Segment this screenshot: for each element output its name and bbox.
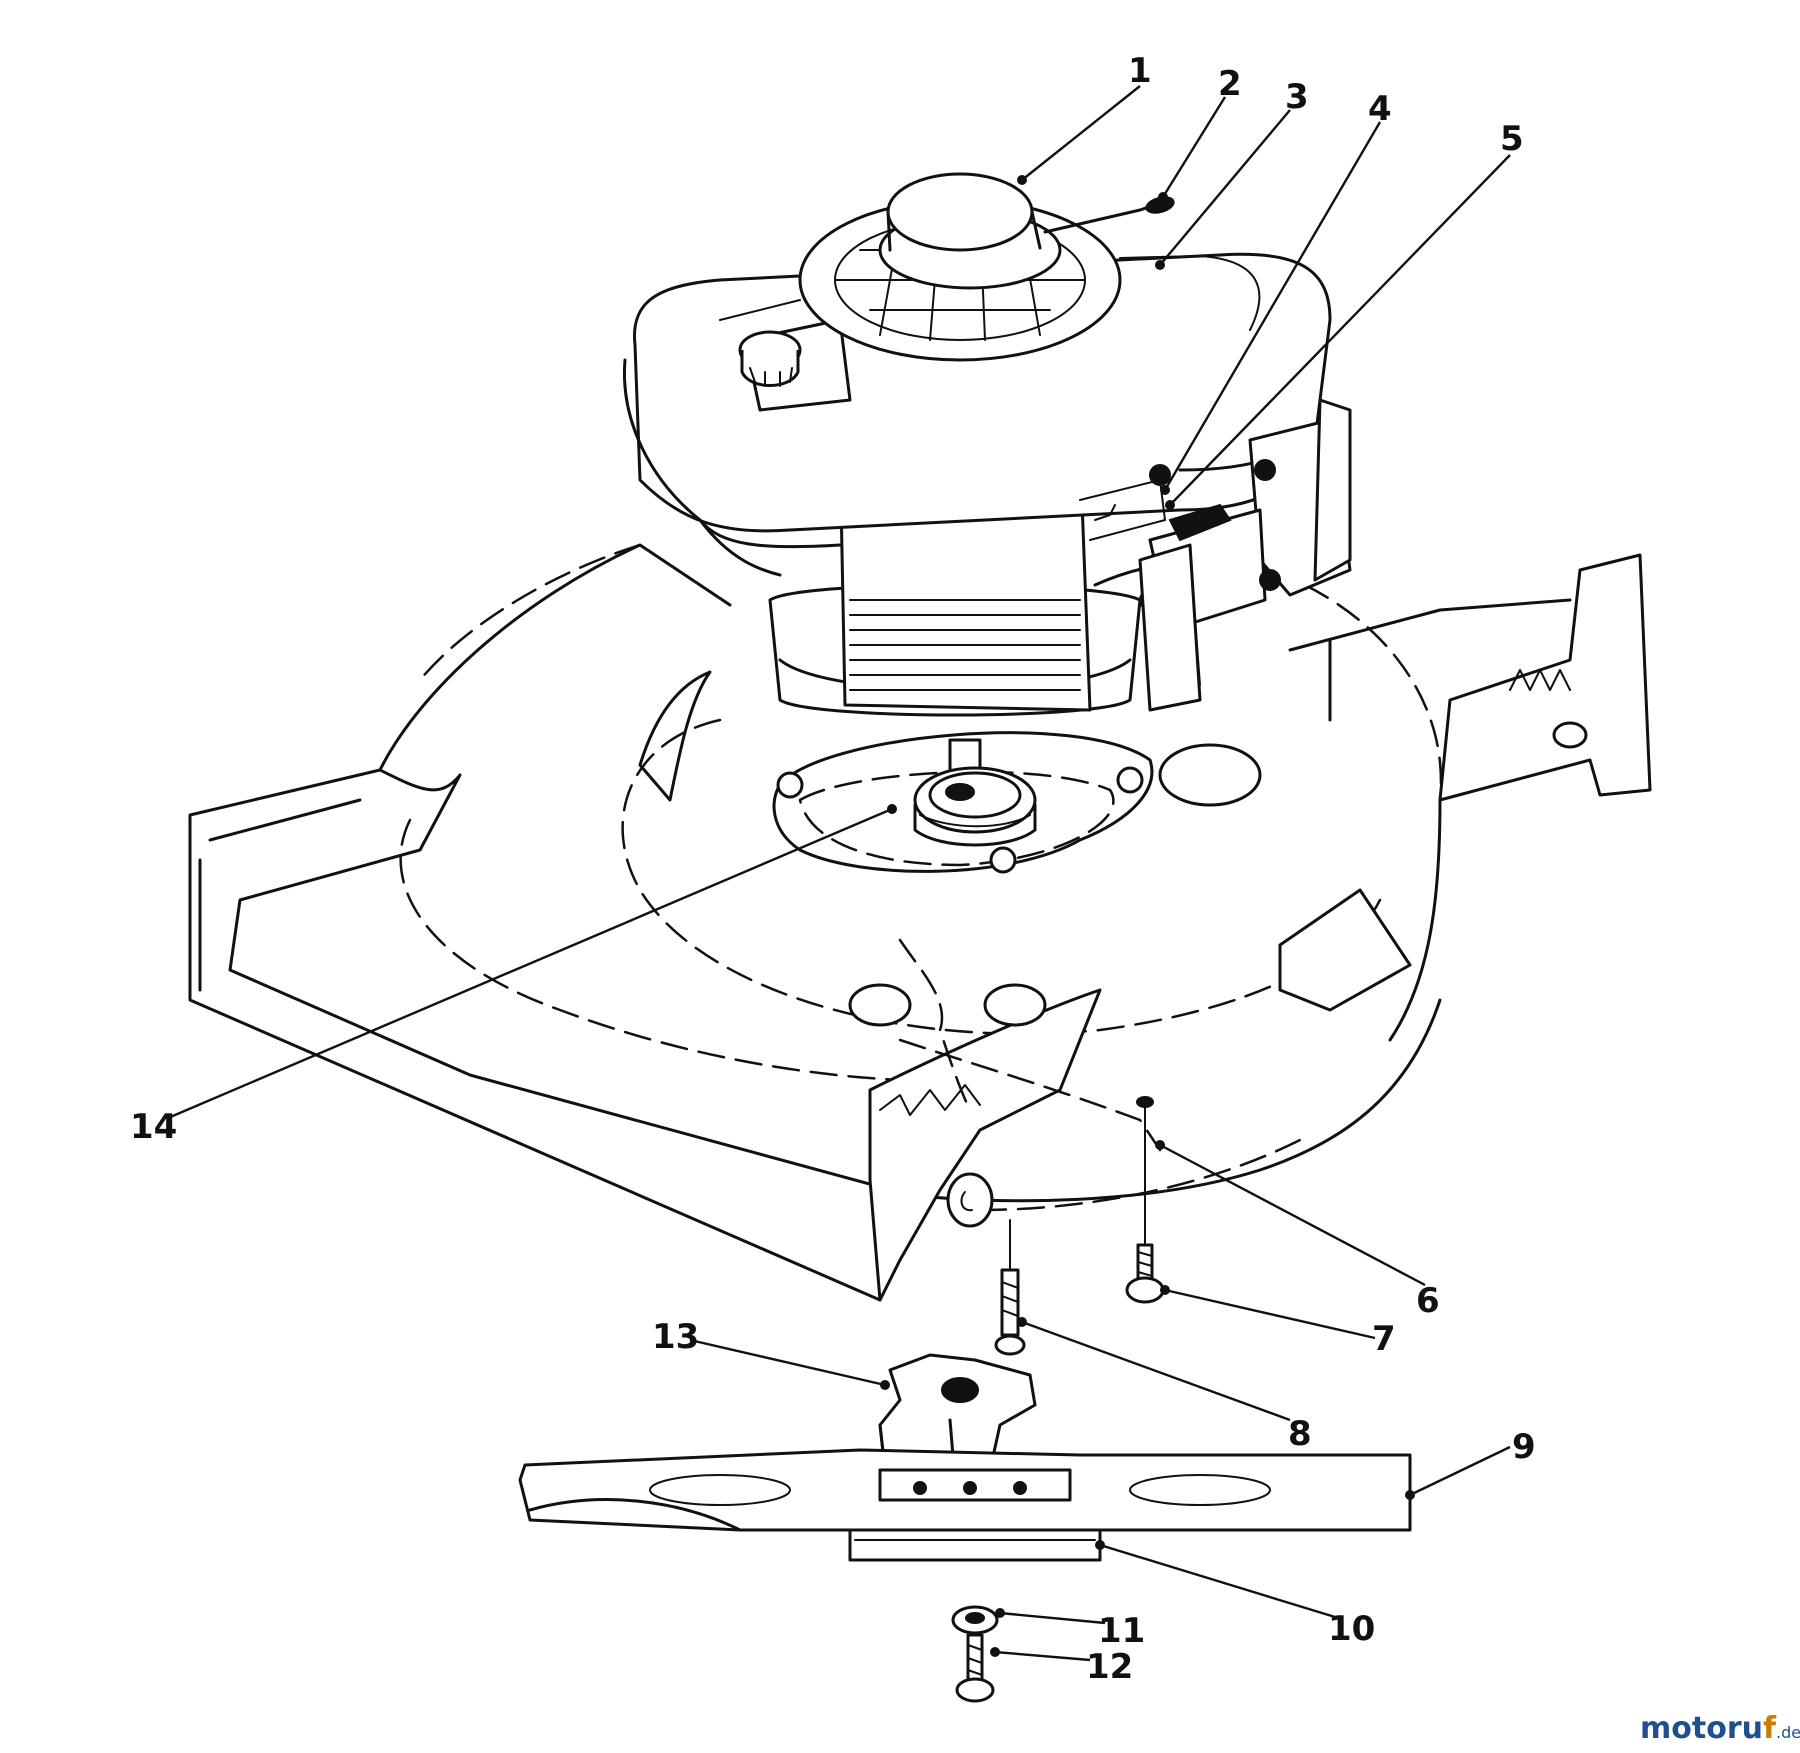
callout-labels: 1 2 3 4 5 6 7 8 9 10 11 12 13 14 [130,51,1536,1687]
mower-deck [188,543,1652,1302]
callout-8: 8 [1288,1414,1312,1454]
callout-6: 6 [1416,1281,1440,1321]
callout-5: 5 [1500,119,1524,159]
callout-2: 2 [1218,64,1242,104]
watermark: motoruf.de [1640,1711,1800,1746]
svg-text:motoruf.de: motoruf.de [1640,1711,1800,1746]
callout-13: 13 [652,1317,699,1357]
callout-1: 1 [1128,51,1152,91]
leader-lines [167,85,1511,1662]
hardware [518,1096,1412,1703]
watermark-part2: f [1763,1711,1777,1746]
callout-7: 7 [1372,1319,1396,1359]
callout-4: 4 [1368,89,1392,129]
engine [622,172,1352,874]
callout-11: 11 [1098,1611,1145,1651]
callout-14: 14 [130,1107,177,1147]
callout-12: 12 [1086,1647,1133,1687]
callout-10: 10 [1328,1609,1375,1649]
callout-3: 3 [1285,77,1309,117]
watermark-part1: motoru [1640,1711,1763,1746]
watermark-suffix: .de [1776,1723,1800,1742]
callout-9: 9 [1512,1427,1536,1467]
